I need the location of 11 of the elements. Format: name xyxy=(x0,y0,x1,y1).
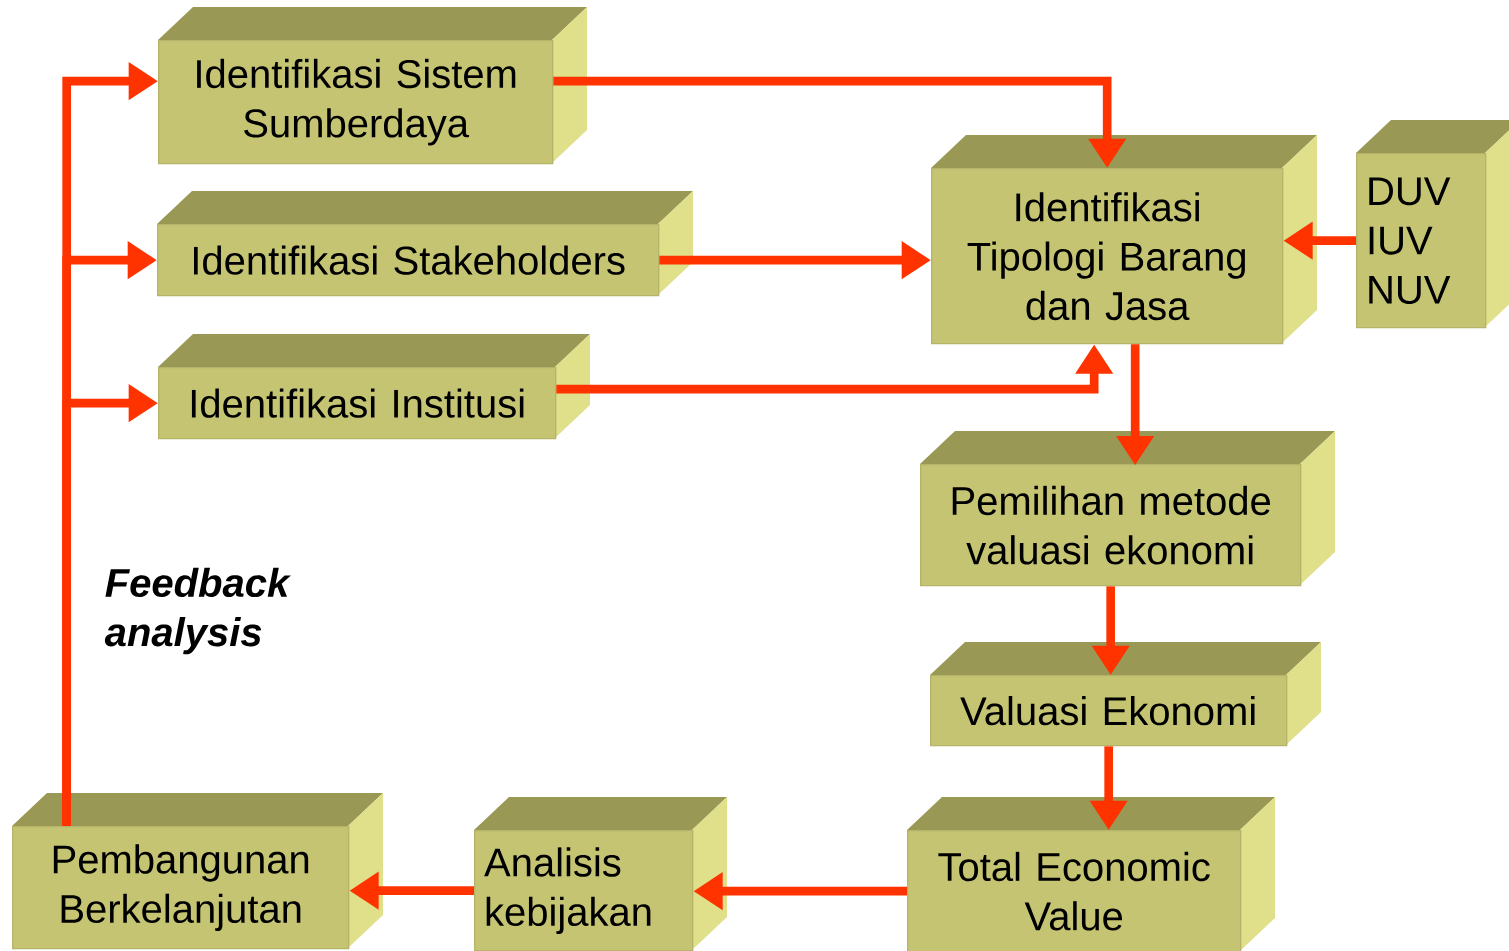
box-3d: Identifikasi Institusi xyxy=(158,334,590,440)
box-3d: Total Economic Value xyxy=(907,797,1275,951)
box-3d: Analisis kebijakan xyxy=(474,797,727,951)
box-3d: Pemilihan metode valuasi ekonomi xyxy=(920,431,1335,587)
annotation-text: Feedback analysis xyxy=(104,567,291,655)
box-3d: Valuasi Ekonomi xyxy=(930,642,1321,747)
box-3d: Identifikasi Tipologi Barang dan Jasa xyxy=(931,135,1317,345)
box-3d: Pembangunan Berkelanjutan xyxy=(12,793,383,950)
box-3d: Identifikasi Stakeholders xyxy=(157,191,693,297)
box-3d: Identifikasi Sistem Sumberdaya xyxy=(158,7,587,165)
box-3d: DUV IUV NUV xyxy=(1356,120,1509,329)
